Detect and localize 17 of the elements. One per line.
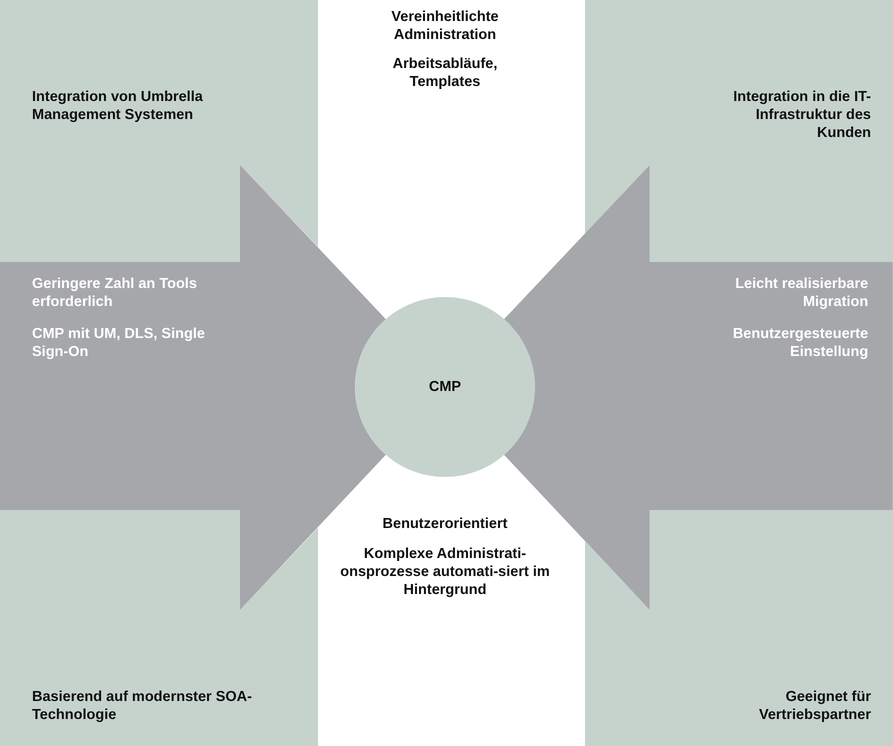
center-label: CMP <box>428 378 462 396</box>
feature-panel <box>585 0 893 262</box>
feature-panel <box>0 0 318 262</box>
feature-text: CMP mit UM, DLS, Single Sign-On <box>32 325 206 361</box>
feature-text: Komplexe Administrati-onsprozesse automati-siert im Hintergrund <box>339 545 551 599</box>
feature-text: Integration in die IT-Infrastruktur des Kunden <box>732 88 871 142</box>
feature-text: Arbeitsabläufe, Templates <box>392 55 498 91</box>
feature-text: Vereinheitlichte Administration <box>390 8 500 44</box>
feature-text: Integration von Umbrella Management Systemen <box>32 88 204 124</box>
feature-text: Benutzergesteuerte Einstellung <box>732 325 868 361</box>
feature-text: Leicht realisierbare Migration <box>734 275 868 311</box>
feature-panel <box>585 510 893 746</box>
feature-panel <box>0 510 318 746</box>
feature-text: Basierend auf modernster SOA-Technologie <box>32 688 253 724</box>
feature-text: Geringere Zahl an Tools erforderlich <box>32 275 198 311</box>
feature-text: Geeignet für Vertriebspartner <box>758 688 871 724</box>
feature-text: Benutzerorientiert <box>382 515 508 533</box>
